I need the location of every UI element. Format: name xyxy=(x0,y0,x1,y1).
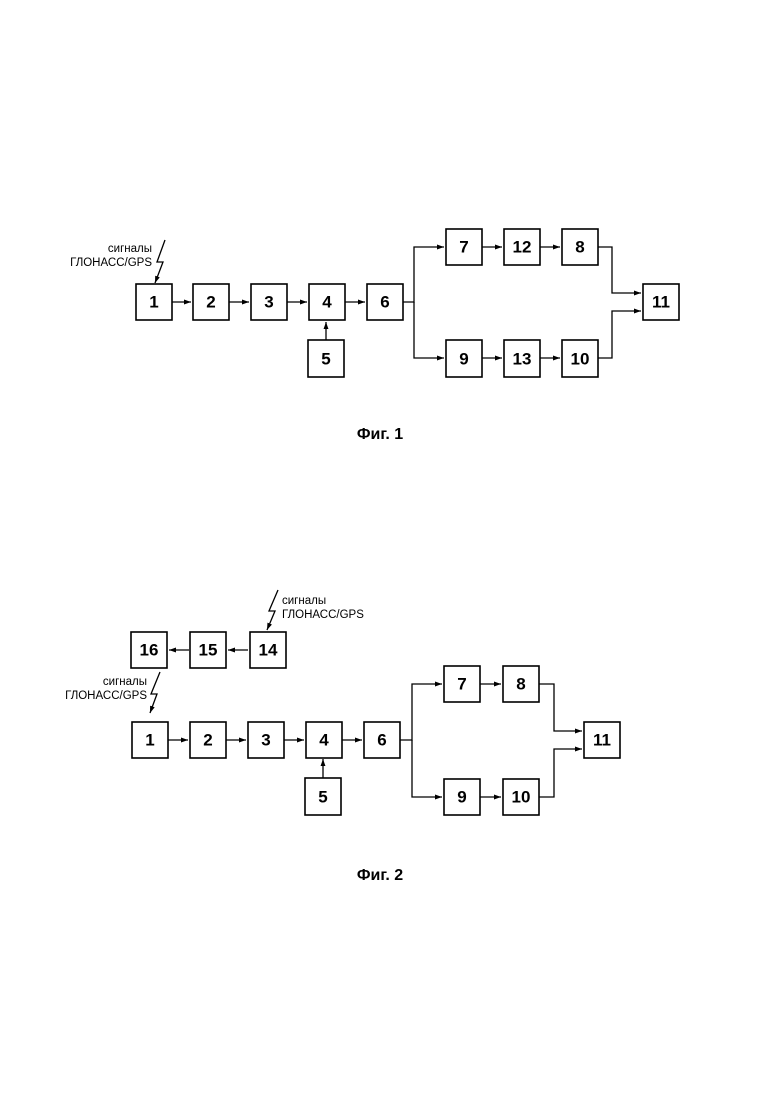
svg-text:9: 9 xyxy=(457,788,466,807)
block-11: 11 xyxy=(643,284,679,320)
svg-text:2: 2 xyxy=(203,731,212,750)
wire-6-7 xyxy=(403,247,444,302)
svg-text:3: 3 xyxy=(264,293,273,312)
svg-text:5: 5 xyxy=(321,350,330,369)
block-3: 3 xyxy=(248,722,284,758)
block-7: 7 xyxy=(446,229,482,265)
svg-text:11: 11 xyxy=(593,731,611,750)
block-14: 14 xyxy=(250,632,286,668)
svg-text:1: 1 xyxy=(149,293,158,312)
block-1: 1 xyxy=(136,284,172,320)
svg-text:13: 13 xyxy=(513,350,532,369)
block-6: 6 xyxy=(367,284,403,320)
block-1: 1 xyxy=(132,722,168,758)
svg-text:14: 14 xyxy=(259,641,278,660)
block-2: 2 xyxy=(190,722,226,758)
svg-text:10: 10 xyxy=(512,788,531,807)
signal-label-line1: сигналы xyxy=(108,243,152,255)
svg-text:9: 9 xyxy=(459,350,468,369)
svg-text:6: 6 xyxy=(377,731,386,750)
block-5: 5 xyxy=(305,778,341,815)
svg-text:3: 3 xyxy=(261,731,270,750)
svg-text:5: 5 xyxy=(318,788,327,807)
svg-text:7: 7 xyxy=(457,675,466,694)
block-3: 3 xyxy=(251,284,287,320)
figure-1-caption: Фиг. 1 xyxy=(357,426,403,443)
svg-text:12: 12 xyxy=(513,238,532,257)
signal-label-line2: ГЛОНАСС/GPS xyxy=(70,257,152,269)
block-5: 5 xyxy=(308,340,344,377)
lightning-signal-icon xyxy=(150,672,160,713)
svg-text:8: 8 xyxy=(516,675,525,694)
signal-label-line1: сигналы xyxy=(282,595,326,607)
wire-10-11 xyxy=(539,749,582,797)
wire-6-9 xyxy=(412,740,442,797)
block-10: 10 xyxy=(562,340,598,377)
block-4: 4 xyxy=(306,722,342,758)
svg-text:10: 10 xyxy=(571,350,590,369)
signal-label-line2: ГЛОНАСС/GPS xyxy=(65,690,147,702)
svg-text:4: 4 xyxy=(319,731,329,750)
wire-8-11 xyxy=(598,247,641,293)
svg-text:16: 16 xyxy=(140,641,159,660)
signal-label-line1: сигналы xyxy=(103,676,147,688)
block-8: 8 xyxy=(562,229,598,265)
block-16: 16 xyxy=(131,632,167,668)
block-2: 2 xyxy=(193,284,229,320)
block-13: 13 xyxy=(504,340,540,377)
figure-1: сигналы ГЛОНАСС/GPS 1 2 3 4 5 6 7 12 8 9… xyxy=(70,229,679,443)
gnss-signal-label-fig2-left: сигналы ГЛОНАСС/GPS xyxy=(65,676,147,702)
block-11: 11 xyxy=(584,722,620,758)
block-6: 6 xyxy=(364,722,400,758)
block-15: 15 xyxy=(190,632,226,668)
svg-text:11: 11 xyxy=(652,293,670,312)
svg-text:7: 7 xyxy=(459,238,468,257)
block-12: 12 xyxy=(504,229,540,265)
block-7: 7 xyxy=(444,666,480,702)
signal-label-line2: ГЛОНАСС/GPS xyxy=(282,609,364,621)
svg-text:15: 15 xyxy=(199,641,218,660)
svg-text:8: 8 xyxy=(575,238,584,257)
lightning-signal-icon xyxy=(267,590,278,630)
wire-8-11 xyxy=(539,684,582,731)
gnss-signal-label-fig2-top: сигналы ГЛОНАСС/GPS xyxy=(282,595,364,621)
svg-text:4: 4 xyxy=(322,293,332,312)
block-10: 10 xyxy=(503,779,539,815)
lightning-signal-icon xyxy=(155,240,165,283)
block-4: 4 xyxy=(309,284,345,320)
svg-text:2: 2 xyxy=(206,293,215,312)
block-9: 9 xyxy=(446,340,482,377)
svg-text:1: 1 xyxy=(145,731,154,750)
svg-text:6: 6 xyxy=(380,293,389,312)
wire-10-11 xyxy=(598,311,641,358)
block-8: 8 xyxy=(503,666,539,702)
figure-2: сигналы ГЛОНАСС/GPS сигналы ГЛОНАСС/GPS … xyxy=(65,590,620,884)
wire-6-9 xyxy=(414,302,444,358)
figure-2-caption: Фиг. 2 xyxy=(357,867,403,884)
block-9: 9 xyxy=(444,779,480,815)
wire-6-7 xyxy=(400,684,442,740)
gnss-signal-label-fig1: сигналы ГЛОНАСС/GPS xyxy=(70,243,152,269)
